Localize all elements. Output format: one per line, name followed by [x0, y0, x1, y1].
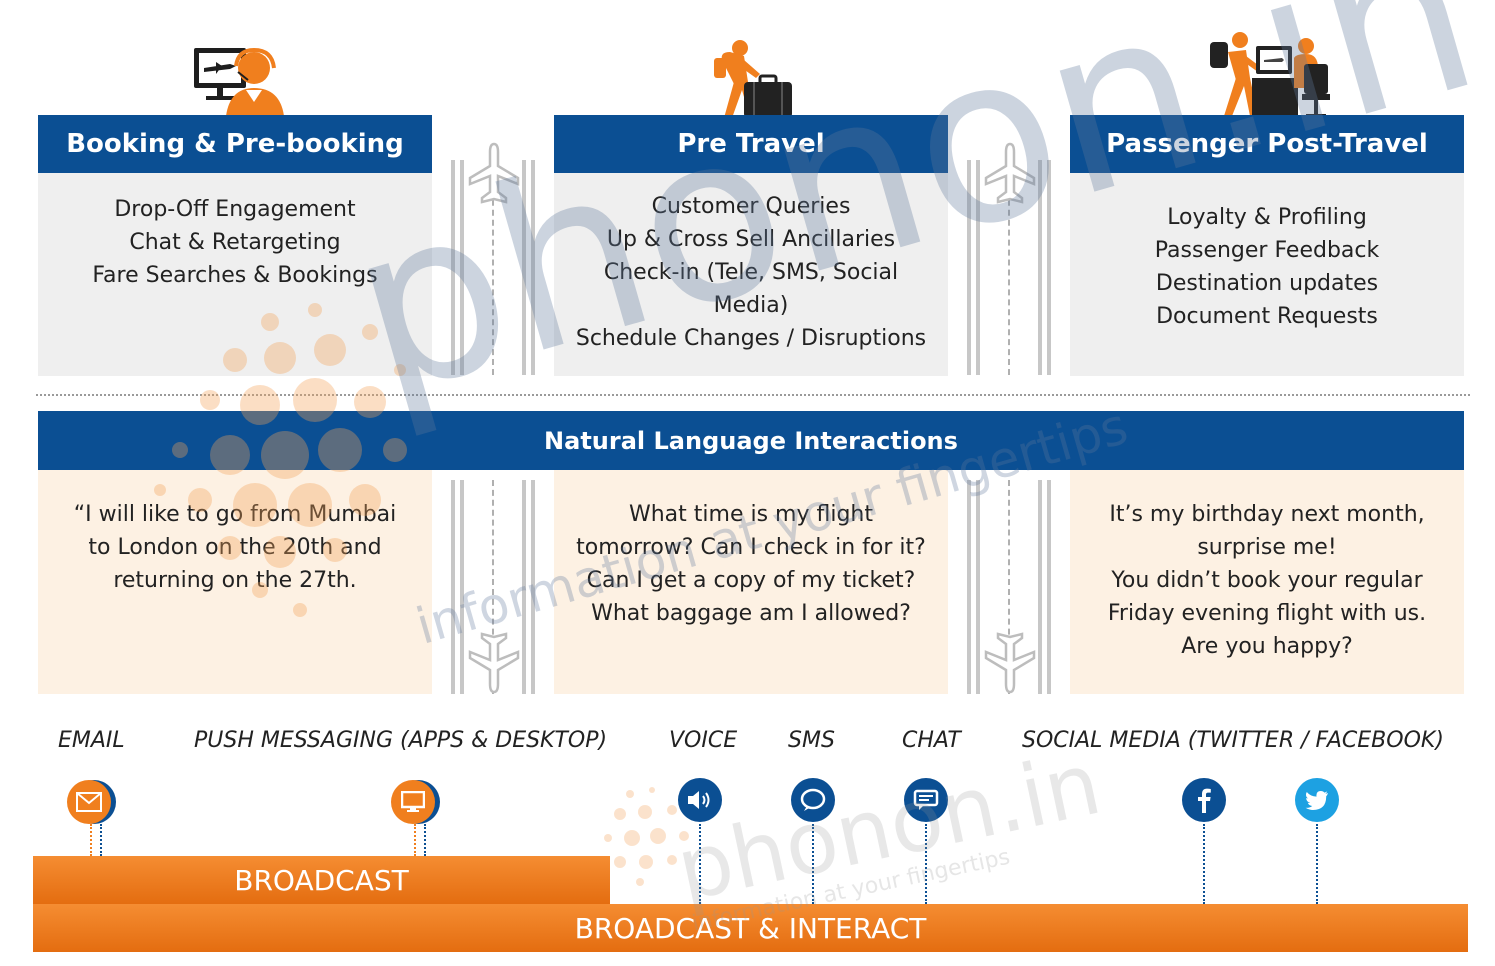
facebook-icon[interactable] [1182, 778, 1226, 822]
nli-line: Can I get a copy of my ticket? [586, 568, 916, 593]
stage-title: Passenger Post-Travel [1106, 129, 1428, 159]
passenger-at-desk-icon [1210, 32, 1330, 118]
nli-line: “I will like to go from Mumbai [73, 502, 397, 527]
channel-label-email: EMAIL [58, 728, 125, 753]
channel-label-chat: CHAT [902, 728, 961, 753]
chat-stem [925, 824, 927, 904]
runway-lower-left [451, 480, 535, 694]
email-icon[interactable] [67, 780, 111, 824]
chat-icon[interactable] [904, 778, 948, 822]
stage-title: Booking & Pre-booking [66, 129, 404, 159]
nli-line: What time is my flight [628, 502, 873, 527]
email-stem [100, 824, 102, 856]
airplane-up-icon [468, 142, 520, 204]
push-stem [414, 824, 416, 856]
nli-line: Friday evening flight with us. [1107, 601, 1427, 626]
twitter-icon[interactable] [1295, 778, 1339, 822]
push-stem [424, 824, 426, 856]
stage-line: Drop-Off Engagement [114, 197, 356, 222]
broadcast-label: BROADCAST [234, 863, 409, 897]
nli-line: Are you happy? [1181, 634, 1353, 659]
broadcast-bar: BROADCAST [33, 856, 610, 904]
stage-line: Fare Searches & Bookings [92, 263, 378, 288]
nli-band: Natural Language Interactions [38, 411, 1464, 470]
broadcast-interact-bar: BROADCAST & INTERACT [33, 904, 1468, 952]
call-center-agent-icon [194, 47, 284, 116]
broadcast-interact-label: BROADCAST & INTERACT [574, 911, 927, 945]
stage-line: Loyalty & Profiling [1167, 205, 1367, 230]
watermark-brand-small-text: phonon.in [668, 733, 1110, 921]
nli-example-pre-travel: What time is my flight tomorrow? Can I c… [554, 470, 948, 694]
speech-bubble-icon[interactable] [791, 778, 835, 822]
nli-example-booking: “I will like to go from Mumbai to London… [38, 470, 432, 694]
channel-label-social: SOCIAL MEDIA (TWITTER / FACEBOOK) [1022, 728, 1444, 753]
stage-line: Document Requests [1156, 304, 1378, 329]
stage-header-booking: Booking & Pre-booking [38, 115, 432, 173]
airplane-down-icon [984, 632, 1036, 694]
airplane-up-icon [984, 142, 1036, 204]
nli-line: What baggage am I allowed? [591, 601, 911, 626]
stage-body-booking: Drop-Off Engagement Chat & Retargeting F… [38, 173, 432, 376]
nli-example-post-travel: It’s my birthday next month, surprise me… [1070, 470, 1464, 694]
sms-stem [812, 824, 814, 904]
stage-line: Check-in (Tele, SMS, Social [603, 260, 899, 285]
stage-line: Destination updates [1155, 271, 1379, 296]
nli-line: You didn’t book your regular [1111, 568, 1423, 593]
nli-line: to London on the 20th and [88, 535, 382, 560]
stage-body-pre-travel: Customer Queries Up & Cross Sell Ancilla… [554, 173, 948, 376]
voice-stem [699, 824, 701, 904]
stage-separator-line [36, 394, 1470, 396]
stage-header-post-travel: Passenger Post-Travel [1070, 115, 1464, 173]
airplane-down-icon [468, 632, 520, 694]
channel-label-push: PUSH MESSAGING (APPS & DESKTOP) [194, 728, 608, 753]
stage-body-post-travel: Loyalty & Profiling Passenger Feedback D… [1070, 173, 1464, 376]
nli-line: returning on the 27th. [113, 568, 357, 593]
speaker-icon[interactable] [678, 778, 722, 822]
stage-line: Passenger Feedback [1154, 238, 1380, 263]
desktop-icon[interactable] [391, 780, 435, 824]
stage-line: Schedule Changes / Disruptions [575, 326, 927, 351]
runway-lower-right [967, 480, 1051, 694]
runway-upper-right [967, 160, 1051, 375]
watermark-brand-small: phonon.in [669, 734, 1109, 921]
stage-title: Pre Travel [677, 129, 825, 159]
runway-upper-left [451, 160, 535, 375]
twitter-stem [1316, 824, 1318, 904]
nli-line: tomorrow? Can I check in for it? [576, 535, 926, 560]
channel-label-voice: VOICE [669, 728, 738, 753]
nli-line: surprise me! [1197, 535, 1337, 560]
stage-line: Customer Queries [651, 194, 851, 219]
stage-line: Chat & Retargeting [129, 230, 341, 255]
nli-title: Natural Language Interactions [544, 426, 958, 455]
facebook-stem [1203, 824, 1205, 904]
stage-header-pre-travel: Pre Travel [554, 115, 948, 173]
stage-line: Up & Cross Sell Ancillaries [606, 227, 896, 252]
traveler-with-luggage-icon [714, 40, 792, 118]
email-stem [90, 824, 92, 856]
nli-line: It’s my birthday next month, [1109, 502, 1425, 527]
stage-line: Media) [713, 293, 789, 318]
channel-label-sms: SMS [788, 728, 835, 753]
